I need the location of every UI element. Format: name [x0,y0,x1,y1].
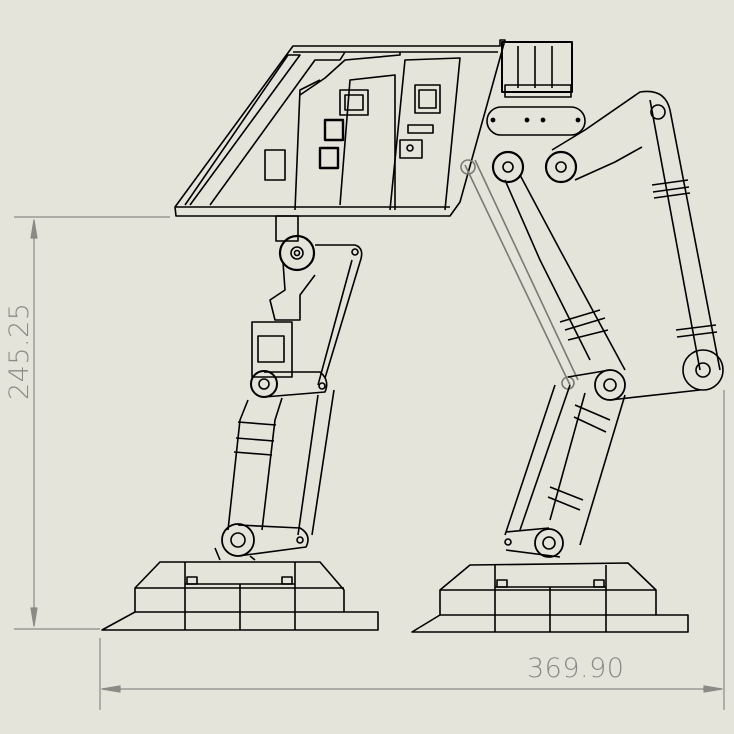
left-leg [214,215,363,561]
height-dimension-label: 245.25 [4,302,35,400]
right-leg [460,41,724,558]
dimension-vertical [14,216,170,630]
electronics-tray [174,39,506,217]
right-foot [411,562,689,633]
dimension-horizontal [99,390,725,710]
left-foot [101,561,379,631]
width-dimension-label: 369.90 [527,653,625,684]
